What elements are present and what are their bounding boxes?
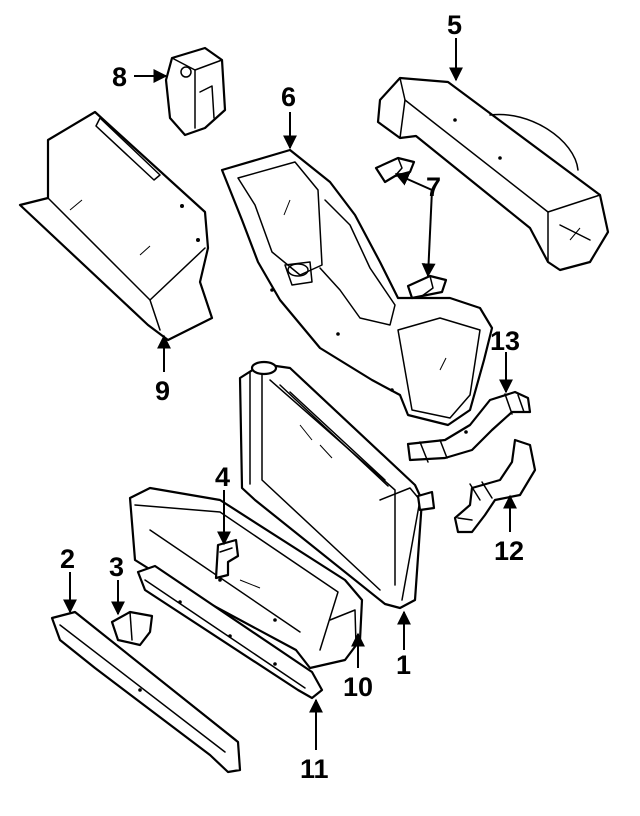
part-7-clip-lower: [406, 274, 448, 300]
leader-7a: [394, 172, 433, 191]
part-2-air-deflector: [50, 610, 242, 774]
leader-7b: [421, 189, 436, 278]
callout-8: 8: [112, 62, 127, 92]
part-5-fan-shroud: [376, 76, 610, 272]
callout-4: 4: [215, 462, 230, 492]
callout-11: 11: [300, 754, 329, 784]
callout-12: 12: [494, 536, 524, 566]
part-8-bracket: [164, 46, 227, 137]
callout-9: 9: [155, 376, 170, 406]
part-3-mount: [110, 610, 154, 647]
part-9-air-deflector: [18, 110, 214, 342]
part-6-radiator-support: [220, 148, 494, 427]
part-13-upper-hose: [406, 390, 532, 463]
callout-10: 10: [343, 672, 373, 702]
callout-13: 13: [490, 326, 520, 356]
callout-5: 5: [447, 10, 462, 40]
callout-numbers: 8 6 5 7 9 13 12 4 2 3 1 10 11: [60, 10, 524, 784]
callout-leaders: [63, 38, 517, 750]
callout-7: 7: [426, 172, 441, 202]
callout-3: 3: [109, 552, 124, 582]
callout-6: 6: [281, 82, 296, 112]
part-1-radiator: [238, 360, 436, 610]
callout-2: 2: [60, 544, 75, 574]
part-4-bracket: [214, 538, 240, 580]
part-12-lower-hose: [453, 438, 537, 534]
callout-1: 1: [396, 650, 411, 680]
part-11-tie-bar: [136, 564, 324, 700]
part-10-lower-shroud: [128, 486, 364, 670]
